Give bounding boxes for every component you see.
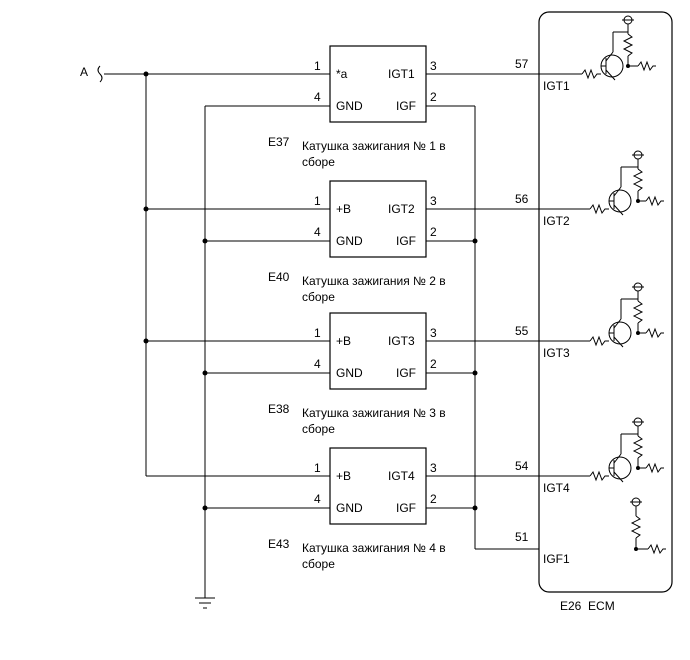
coil-pin4-name: GND: [336, 99, 363, 113]
coil-pin1-name: +B: [336, 202, 351, 216]
coil-pin2-num: 2: [430, 492, 437, 506]
gnd-junction-4: [202, 505, 208, 511]
coil-name-line1: Катушка зажигания № 2 в: [302, 274, 446, 288]
coil-pin4-name: GND: [336, 501, 363, 515]
coil-pin1-num: 1: [314, 461, 321, 475]
coil-pin4-num: 4: [314, 357, 321, 371]
supply-terminal-icon: [632, 417, 644, 427]
supply-terminal-icon: [630, 497, 642, 507]
igf-junction-2: [472, 238, 478, 244]
coil-pin2-num: 2: [430, 225, 437, 239]
coil-pin1-name: +B: [336, 469, 351, 483]
supply-terminal-icon: [632, 282, 644, 292]
coil-unit-3: 1 +B 3 IGT3 4 GND 2 IGF E38 Катушка зажи…: [268, 282, 664, 436]
coil-pin3-num: 3: [430, 194, 437, 208]
coil-pin1-num: 1: [314, 326, 321, 340]
coil-pin3-name: IGT4: [388, 469, 415, 483]
ecm-signal: IGT4: [543, 481, 570, 495]
ecm-pin: 54: [515, 459, 529, 473]
coil-box: [329, 312, 427, 390]
coil-id: E40: [268, 270, 290, 284]
npn-transistor-icon: [539, 15, 656, 81]
ecm-signal: IGT2: [543, 214, 570, 228]
supply-terminal-icon: [622, 15, 634, 25]
coil-pin2-name: IGF: [396, 366, 416, 380]
coil-pin4-name: GND: [336, 234, 363, 248]
resistor-icon: [581, 68, 601, 80]
resistor-icon: [589, 335, 609, 347]
coil-pin4-name: GND: [336, 366, 363, 380]
coil-pin1-num: 1: [314, 194, 321, 208]
coil-unit-2: 1 +B 3 IGT2 4 GND 2 IGF E40 Катушка зажи…: [268, 150, 664, 304]
bus-junction-3: [143, 338, 149, 344]
coil-name-line2: сборе: [302, 557, 335, 571]
coil-pin1-name: +B: [336, 334, 351, 348]
npn-transistor-icon: [539, 417, 664, 483]
igf-ecm-signal: IGF1: [543, 552, 570, 566]
coil-unit-4: 1 +B 3 IGT4 4 GND 2 IGF E43 Катушка зажи…: [268, 417, 664, 571]
coil-pin2-num: 2: [430, 90, 437, 104]
ecm-outline: [538, 11, 673, 593]
npn-transistor-icon: [539, 150, 664, 216]
coil-pin3-name: IGT1: [388, 67, 415, 81]
wire-break-icon: [97, 65, 103, 83]
coil-pin2-num: 2: [430, 357, 437, 371]
igf-ecm-pin: 51: [515, 530, 529, 544]
ecm-pin: 57: [515, 57, 529, 71]
coil-pin1-name: *a: [336, 67, 348, 81]
gnd-junction-3: [202, 370, 208, 376]
ecm-pin: 56: [515, 192, 529, 206]
coil-id: E38: [268, 402, 290, 416]
ecm-label: E26 ECM: [560, 599, 615, 613]
coil-id: E43: [268, 537, 290, 551]
ecm-signal: IGT1: [543, 79, 570, 93]
input-a-label: A: [80, 65, 88, 79]
coil-id: E37: [268, 135, 290, 149]
coil-pin4-num: 4: [314, 492, 321, 506]
coil-pin3-name: IGT3: [388, 334, 415, 348]
ecm-signal: IGT3: [543, 346, 570, 360]
coil-box: [329, 45, 427, 123]
ecm-pin: 55: [515, 324, 529, 338]
coil-pin2-name: IGF: [396, 501, 416, 515]
coil-box: [329, 180, 427, 258]
npn-transistor-icon: [539, 282, 664, 348]
coil-name-line2: сборе: [302, 290, 335, 304]
coil-pin2-name: IGF: [396, 234, 416, 248]
supply-terminal-icon: [632, 150, 644, 160]
coil-pin3-num: 3: [430, 326, 437, 340]
coil-pin4-num: 4: [314, 225, 321, 239]
coil-pin1-num: 1: [314, 59, 321, 73]
coil-name-line2: сборе: [302, 155, 335, 169]
igf-pullup-resistor-icon: [630, 497, 666, 555]
coil-name-line1: Катушка зажигания № 4 в: [302, 541, 446, 555]
coil-name-line1: Катушка зажигания № 1 в: [302, 139, 446, 153]
igf-junction-3: [472, 370, 478, 376]
resistor-icon: [589, 203, 609, 215]
igf-junction-4: [472, 505, 478, 511]
coil-pin3-num: 3: [430, 59, 437, 73]
coil-pin3-name: IGT2: [388, 202, 415, 216]
coil-name-line1: Катушка зажигания № 3 в: [302, 406, 446, 420]
bus-junction-1: [143, 71, 149, 77]
coil-name-line2: сборе: [302, 422, 335, 436]
coil-pin4-num: 4: [314, 90, 321, 104]
coil-pin3-num: 3: [430, 461, 437, 475]
ground-icon: [195, 597, 215, 609]
gnd-junction-2: [202, 238, 208, 244]
coil-unit-1: 1 *a 3 IGT1 4 GND 2 IGF E37 Катушка зажи…: [268, 15, 656, 169]
bus-junction-2: [143, 206, 149, 212]
coil-pin2-name: IGF: [396, 99, 416, 113]
resistor-icon: [589, 470, 609, 482]
coil-box: [329, 447, 427, 525]
